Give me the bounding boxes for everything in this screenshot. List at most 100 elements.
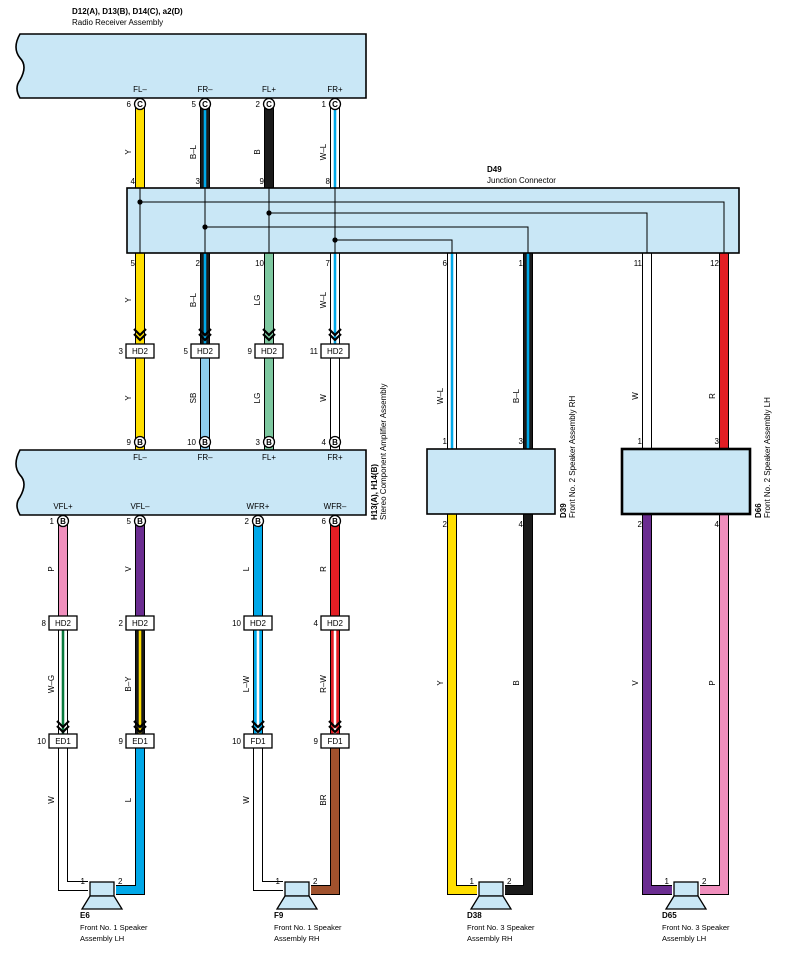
d66-in-pin-0: 1 [638,437,643,446]
radio-pin-3-letter: C [332,100,338,109]
speaker-cone-3 [664,895,708,910]
amp-in-1-pin: 10 [187,438,196,447]
speaker-d65-line1: Front No. 3 Speaker [662,923,730,932]
hd2l-0-pin: 8 [42,619,47,628]
radio-terminals: FL– FR– FL+ FR+ [133,85,343,94]
wire-d38-1 [448,514,477,894]
edfd-0-box [48,733,78,749]
jct-bottom-pin-2: 10 [255,259,264,268]
edfd-3-pin: 9 [314,737,319,746]
hd2l-3-pin: 4 [314,619,319,628]
radio-pin-2-letter: C [266,100,272,109]
amp-out-wfr-minus: WFR– [324,502,347,511]
jct-bottom-pin-6: 11 [634,259,643,268]
chev-edfd-3 [328,720,342,734]
edfd-3-box [320,733,350,749]
speaker-cone-0 [80,895,124,910]
hd2u-1-label: HD2 [197,347,214,356]
label-hd2-edfd-1: B–Y [124,676,133,692]
radio-term-fl-minus: FL– [133,85,147,94]
label-edfd-spk-2: W [242,796,251,804]
junction-name: Junction Connector [487,176,556,185]
amplifier: FL– FR– FL+ FR+ VFL+ VFL– WFR+ WFR– H13(… [15,383,388,520]
radio-pin-2-circle [262,97,276,111]
label-edfd-spk-3: BR [319,794,328,805]
amp-name: Stereo Component Amplifier Assembly [379,383,388,520]
jct-bottom-pin-1: 2 [196,259,201,268]
d39-in-pin-1: 3 [519,437,524,446]
amp-code: H13(A), H14(B) [370,464,379,520]
edfd-2-pin: 10 [232,737,241,746]
speaker-d38-code: D38 [467,911,482,920]
amp-in-3-circle [328,435,342,449]
amp-out-vfl-minus: VFL– [130,502,150,511]
speaker-pin2-2: 2 [507,877,512,886]
hd2l-3-label: HD2 [327,619,344,628]
chev-edfd-2 [251,720,265,734]
wire-d38-2 [505,514,532,894]
wires [58,104,729,895]
edfd-3-label: FD1 [327,737,343,746]
amp-out-3-circle [328,514,342,528]
hd2u-1-pin: 5 [184,347,189,356]
chev-edfd-1 [133,720,147,734]
label-d38-2: B [512,680,521,685]
amp-in-fr-minus: FR– [197,453,213,462]
jct-top-pin-3: 8 [326,177,331,186]
amp-out-0-letter: B [60,517,66,526]
d66-code: D66 [754,503,763,518]
wire-f9-2 [311,748,339,894]
speaker-cone-1 [275,895,319,910]
radio-pin-2-pin: 2 [256,100,261,109]
edfd-2-label: FD1 [250,737,266,746]
label-jct-front2-0: W–L [436,387,445,404]
d39-out-pin-0: 2 [443,520,448,529]
label-d65-1: V [631,680,640,686]
d66-in-pin-1: 3 [715,437,720,446]
jct-top-pin-1: 3 [196,177,201,186]
hd2u-1-box [190,343,220,359]
amp-in-2-circle [262,435,276,449]
label-radio-jct-0: Y [124,149,133,155]
amp-in-3-pin: 4 [322,438,327,447]
speaker-pin1-1: 1 [276,877,281,886]
speaker-cone-2 [469,895,513,910]
label-jct-hd2-1: B–L [189,292,198,307]
speaker-pin2-3: 2 [702,877,707,886]
radio-receiver: D12(A), D13(B), D14(C), a2(D) Radio Rece… [15,7,367,99]
wire-e6-1 [59,748,88,890]
speaker-d65-code: D65 [662,911,677,920]
wire-e6-2 [116,748,144,894]
radio-pin-3-circle [328,97,342,111]
label-hd2-amp-2: LG [253,393,262,404]
radio-code: D12(A), D13(B), D14(C), a2(D) [72,7,183,16]
amp-out-3-pin: 6 [322,517,327,526]
amp-out-0-pin: 1 [50,517,55,526]
speaker-pin2-0: 2 [118,877,123,886]
hd2l-1-pin: 2 [119,619,124,628]
label-radio-jct-1: B–L [189,144,198,159]
hd2u-0-box [125,343,155,359]
hd2u-0-label: HD2 [132,347,149,356]
amp-in-2-letter: B [266,438,272,447]
label-amp-hd2-0: P [47,566,56,571]
junction-internal-wiring [137,188,725,253]
hd2u-2-label: HD2 [261,347,278,356]
amp-out-2-pin: 2 [245,517,250,526]
hd2l-1-box [125,615,155,631]
jct-route-3 [335,239,453,253]
jct-route-1 [205,226,529,253]
amp-in-0-circle [133,435,147,449]
speaker-d39: D39 Front No. 2 Speaker Assembly RH [426,396,577,518]
label-edfd-spk-1: L [124,797,133,802]
label-radio-jct-3: W–L [319,143,328,160]
label-edfd-spk-0: W [47,796,56,804]
speaker-d66: D66 Front No. 2 Speaker Assembly LH [620,397,772,518]
hd2l-3-box [320,615,350,631]
speaker-body-2 [478,881,504,897]
speaker-f9-code: F9 [274,911,284,920]
